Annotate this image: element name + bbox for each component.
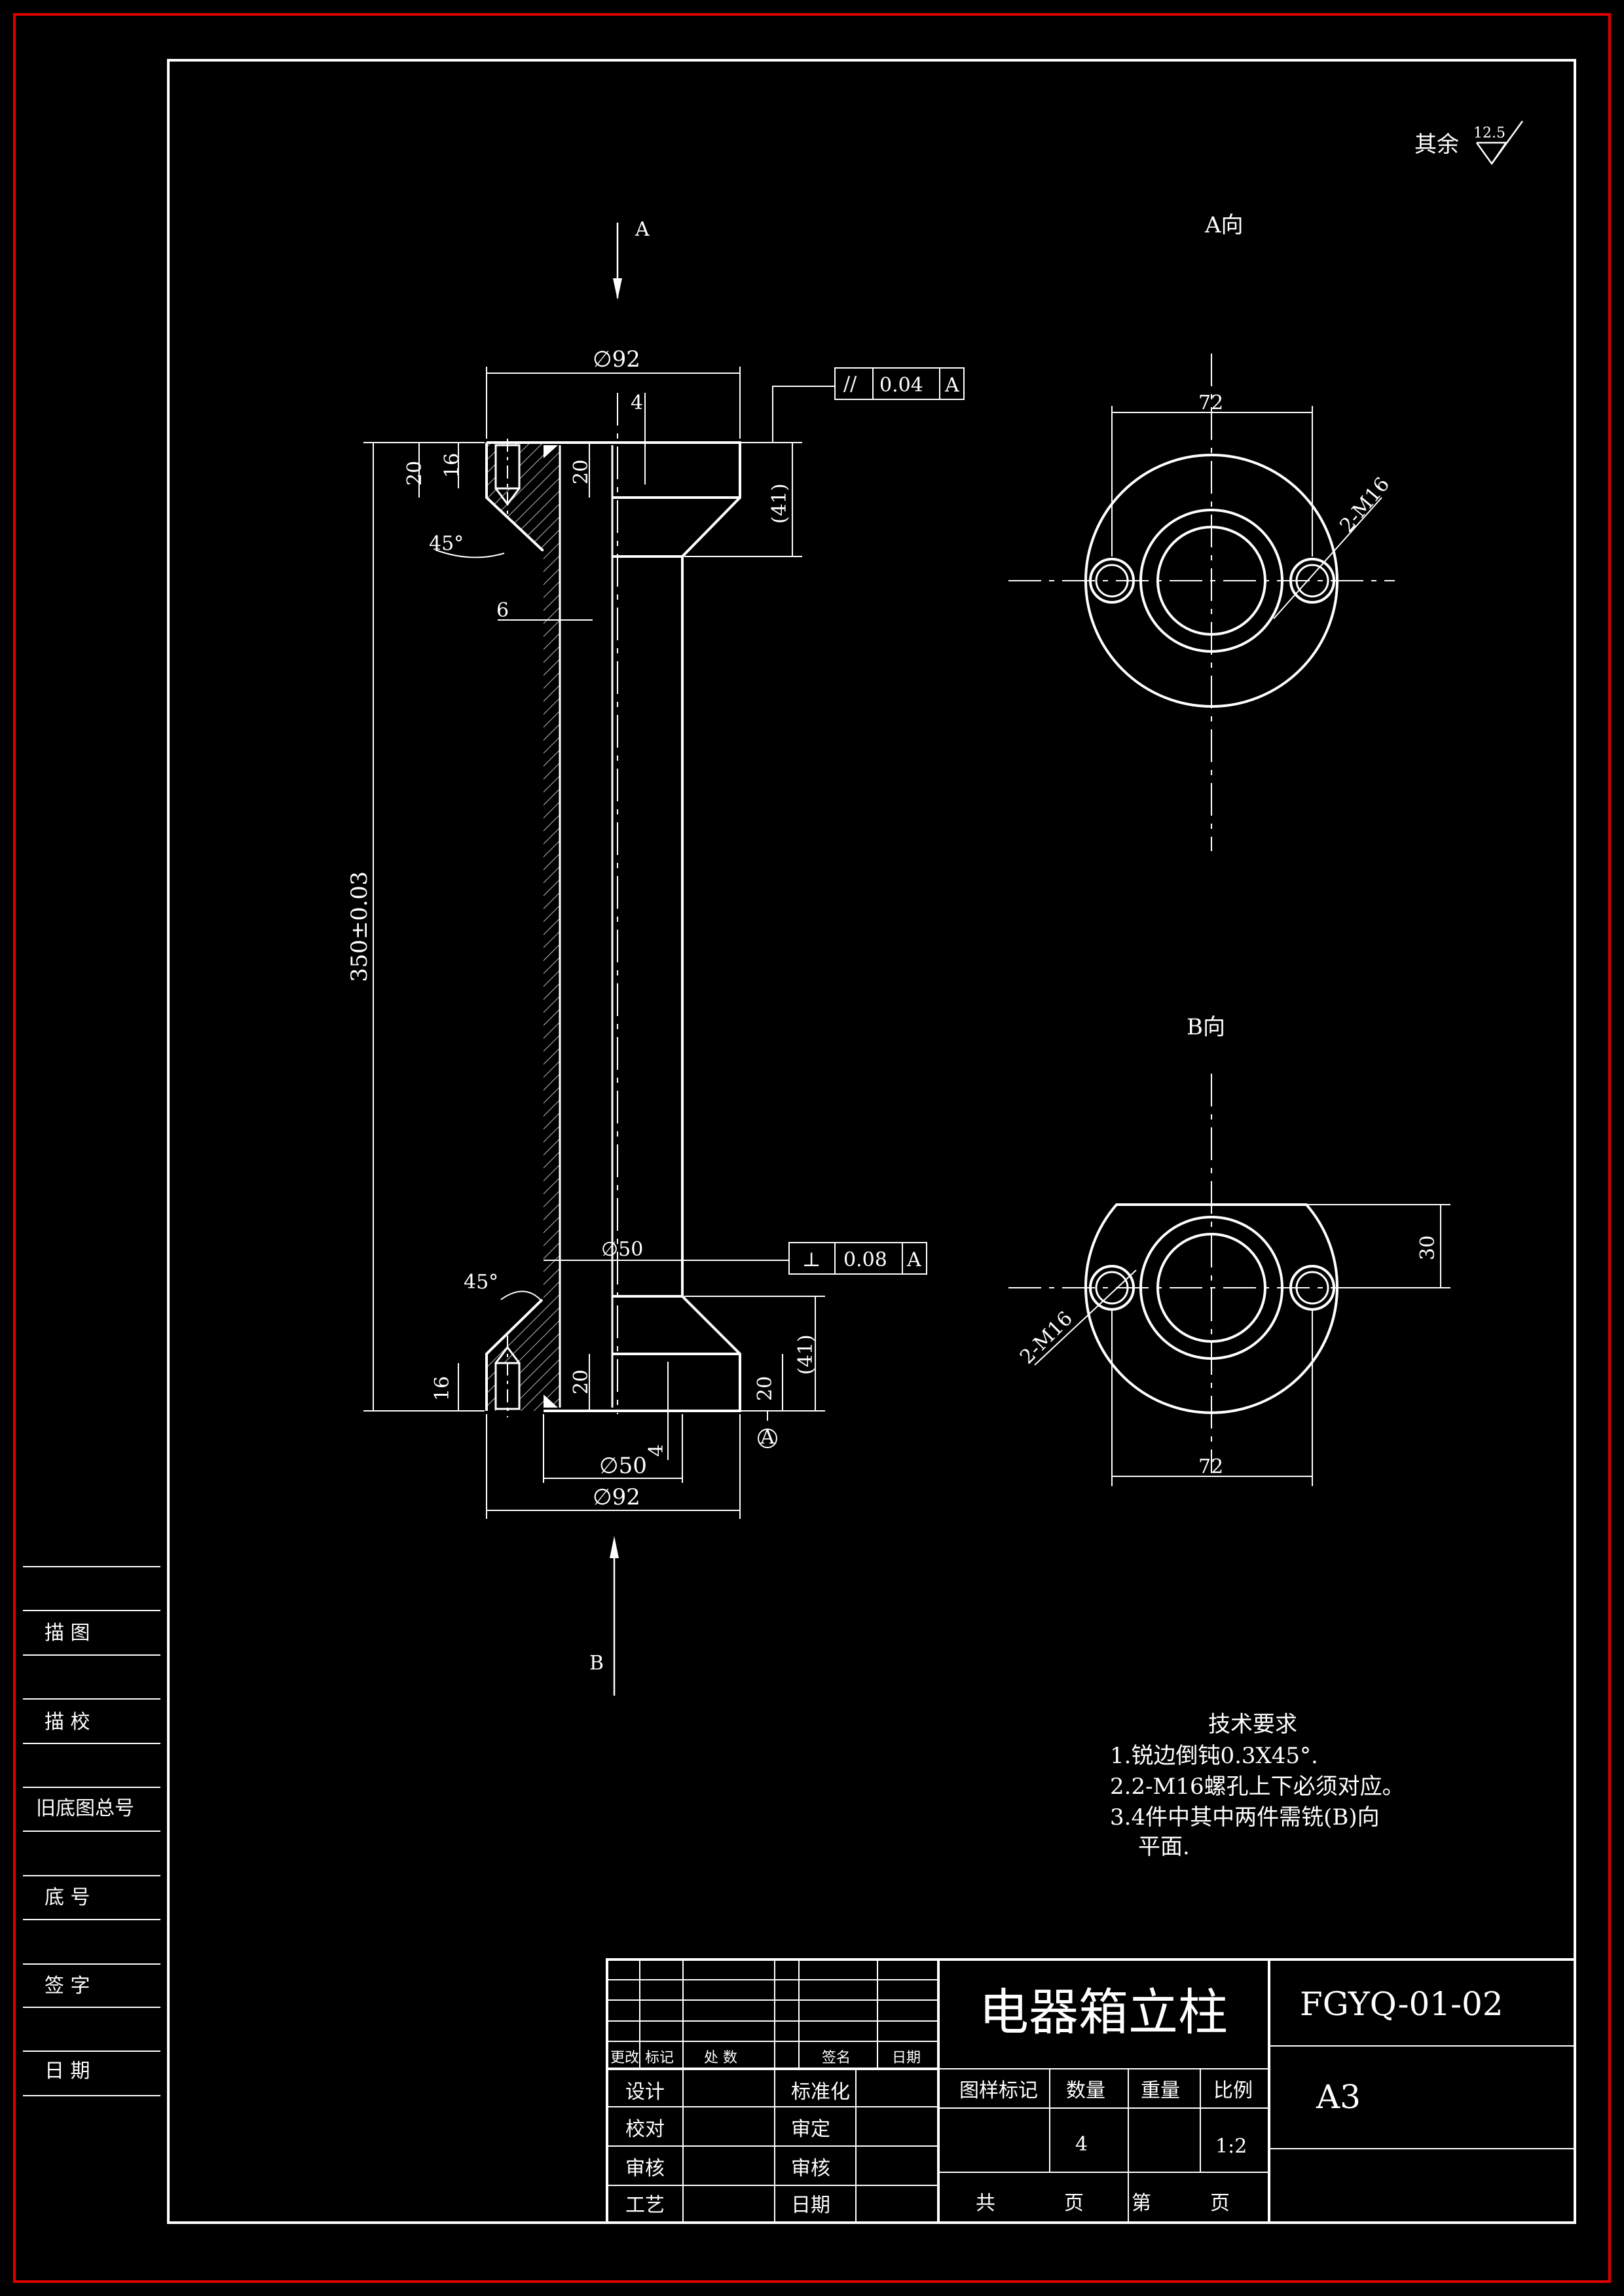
sign-label: 日期: [791, 2194, 830, 2217]
tech-requirement-item: 3.4件中其中两件需铣(B)向: [1110, 1804, 1380, 1831]
stamp-label: 日 期: [45, 2060, 90, 2083]
tech-requirements-title: 技术要求: [1208, 1711, 1297, 1738]
sign-label: 工艺: [625, 2194, 665, 2217]
stamp-label: 签 字: [45, 1975, 90, 1997]
dim-d92-bottom: ∅92: [593, 1484, 640, 1510]
stamp-label: 底 号: [45, 1886, 90, 1909]
dim-20-top-left: 20: [403, 461, 426, 486]
outer-red-border: [13, 13, 1611, 2283]
a-view-title: A向: [1204, 212, 1244, 238]
a-view: [1008, 354, 1395, 851]
tech-requirement-item: 2.2-M16螺孔上下必须对应。: [1110, 1774, 1405, 1800]
b-view: [1008, 1074, 1450, 1486]
b-view-dim-30: 30: [1416, 1235, 1439, 1260]
section-arrow-a-label: A: [635, 218, 650, 241]
dim-d50-mid: ∅50: [601, 1238, 643, 1261]
tolerance-frame-parallel: // 0.04 A: [834, 367, 965, 400]
surface-roughness-note: 其余 12.5: [1414, 120, 1524, 166]
title-block: [606, 1958, 1576, 2224]
tolerance-symbol: //: [843, 373, 857, 395]
sign-label: 设计: [625, 2081, 665, 2104]
rev-header: 标记: [645, 2050, 674, 2066]
datum-a-label: A: [760, 1426, 775, 1449]
rev-header: 更改: [610, 2050, 639, 2066]
page-label: 页: [1064, 2192, 1084, 2215]
tolerance-datum: A: [944, 374, 959, 397]
dim-d92-top: ∅92: [593, 346, 640, 373]
sign-label: 标准化: [791, 2081, 850, 2104]
stamp-label: 描 图: [45, 1622, 90, 1645]
sign-label: 审定: [791, 2118, 830, 2141]
sheet-label: 第: [1132, 2192, 1151, 2215]
rev-header: 日期: [892, 2050, 921, 2066]
total-label: 共: [976, 2192, 995, 2215]
tolerance-datum: A: [906, 1248, 921, 1271]
b-view-labels: B向 72 30 2-M16: [1016, 1014, 1439, 1478]
scale-value: 1:2: [1215, 2135, 1247, 2158]
dim-6: 6: [496, 599, 509, 622]
tolerance-frame-perpendicular: ⊥ 0.08 A: [788, 1242, 927, 1275]
a-view-hole-callout: 2-M16: [1335, 473, 1394, 537]
front-section-view: [363, 223, 835, 1696]
tolerance-symbol: ⊥: [802, 1248, 821, 1271]
stamp-label: 旧底图总号: [36, 1797, 134, 1820]
roughness-value: 12.5: [1473, 125, 1505, 141]
sign-label: 审核: [625, 2157, 665, 2180]
sheet-size: A3: [1316, 2078, 1361, 2116]
page-label-2: 页: [1210, 2192, 1230, 2215]
tech-requirement-item: 1.锐边倒钝0.3X45°.: [1110, 1743, 1318, 1769]
sign-label: 审核: [791, 2157, 830, 2180]
dim-41-top: (41): [768, 483, 791, 524]
rev-header: 处 数: [704, 2050, 737, 2066]
dim-4-top: 4: [631, 392, 643, 414]
front-view-labels: A B ∅92 4 ∅50 ∅50 ∅92 6 45° 45° A 350±0.…: [346, 218, 817, 1675]
dim-20-bottom-mid: 20: [570, 1370, 593, 1394]
quantity-value: 4: [1075, 2133, 1088, 2156]
dim-20-bottom-right: 20: [754, 1376, 777, 1401]
tech-requirement-item: 平面.: [1138, 1834, 1190, 1860]
left-stamp-labels: 描 图 描 校 旧底图总号 底 号 签 字 日 期: [36, 1622, 134, 2083]
dim-41-bottom: (41): [794, 1334, 817, 1375]
a-view-dim-72: 72: [1198, 392, 1223, 414]
attr-header: 比例: [1213, 2079, 1253, 2102]
drawing-number: FGYQ-01-02: [1300, 1985, 1504, 2023]
stamp-label: 描 校: [45, 1711, 90, 1734]
b-view-title: B向: [1187, 1014, 1225, 1040]
dim-20-top-mid: 20: [570, 460, 593, 484]
attr-header: 图样标记: [959, 2079, 1038, 2102]
roughness-label: 其余: [1414, 132, 1459, 158]
dim-d50-bottom: ∅50: [599, 1453, 647, 1479]
technical-requirements: 技术要求 1.锐边倒钝0.3X45°. 2.2-M16螺孔上下必须对应。 3.4…: [1110, 1711, 1405, 1860]
b-view-dim-72: 72: [1198, 1455, 1223, 1478]
b-view-hole-callout: 2-M16: [1016, 1307, 1077, 1369]
title-block-text: 电器箱立柱 FGYQ-01-02 A3 更改 标记 处 数 签名 日期 设计 校…: [610, 1983, 1504, 2217]
section-arrow-b-label: B: [589, 1652, 604, 1675]
attr-header: 数量: [1066, 2079, 1105, 2102]
dim-length-350: 350±0.03: [346, 871, 373, 982]
tolerance-value: 0.08: [843, 1248, 887, 1271]
tolerance-value: 0.04: [879, 374, 923, 397]
dim-angle-bottom: 45°: [464, 1271, 498, 1294]
dim-angle-top: 45°: [429, 532, 464, 555]
attr-header: 重量: [1141, 2079, 1180, 2102]
left-stamp-column: [23, 1566, 160, 2096]
dim-16-bottom-left: 16: [431, 1376, 454, 1401]
rev-header: 签名: [822, 2050, 851, 2066]
inner-frame: [167, 59, 1576, 2224]
part-name: 电器箱立柱: [979, 1983, 1228, 2041]
dim-4-bottom: 4: [645, 1444, 668, 1457]
sign-label: 校对: [625, 2118, 665, 2141]
dim-16-top-left: 16: [441, 453, 464, 478]
